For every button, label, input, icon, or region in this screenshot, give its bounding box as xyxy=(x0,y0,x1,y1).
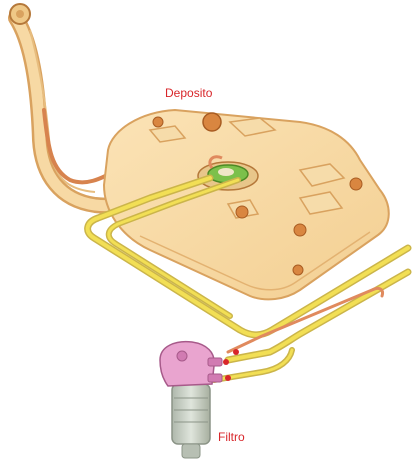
tank-label: Deposito xyxy=(165,86,212,100)
filter-label: Filtro xyxy=(218,430,245,444)
